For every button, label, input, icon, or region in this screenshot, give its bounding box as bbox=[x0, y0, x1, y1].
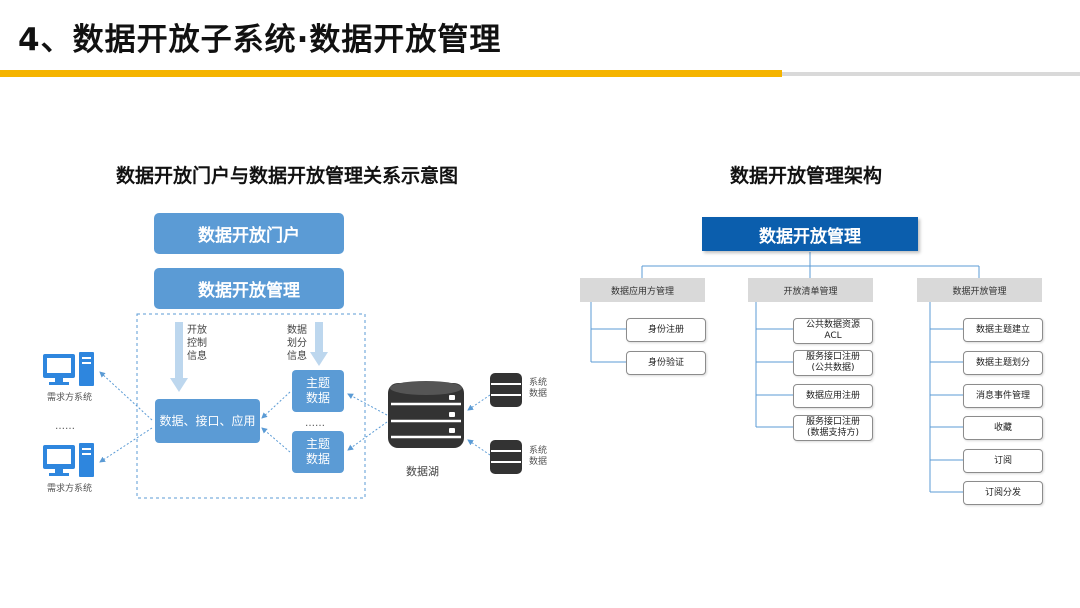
data-interface-app-box: 数据、接口、应用 bbox=[155, 399, 260, 443]
open-control-info-note: 开放 控制 信息 bbox=[187, 324, 207, 363]
system-db-icon bbox=[490, 373, 522, 407]
leaf-topic-division: 数据主题划分 bbox=[963, 351, 1043, 375]
system-data-label-2: 系统 数据 bbox=[529, 446, 547, 468]
leaf-data-app-register: 数据应用注册 bbox=[793, 384, 873, 408]
title-underline-gray bbox=[782, 72, 1080, 76]
leaf-favorite: 收藏 bbox=[963, 416, 1043, 440]
group-open-list-mgmt: 开放清单管理 bbox=[748, 278, 873, 302]
topic-line: 主题 bbox=[305, 437, 330, 451]
note-line: 控制 bbox=[187, 338, 207, 349]
page-title: 4、数据开放子系统·数据开放管理 bbox=[18, 22, 502, 58]
sys-line: 数据 bbox=[529, 389, 548, 399]
portal-box: 数据开放门户 bbox=[154, 213, 344, 254]
note-line: 划分 bbox=[287, 338, 307, 349]
system-data-label-1: 系统 数据 bbox=[529, 378, 547, 400]
leaf-line: 服务接口注册 bbox=[805, 352, 860, 362]
consumer-label-1: 需求方系统 bbox=[47, 393, 93, 403]
leaf-subscribe-dispatch: 订阅分发 bbox=[963, 481, 1043, 505]
topic-data-box-2: 主题数据 bbox=[292, 431, 344, 473]
sys-line: 系统 bbox=[529, 446, 548, 456]
topic-line: 数据 bbox=[305, 452, 330, 466]
consumer-ellipsis: …… bbox=[55, 421, 75, 432]
leaf-service-register-supplier: 服务接口注册(数据支持方) bbox=[793, 415, 873, 441]
note-line: 数据 bbox=[287, 325, 307, 336]
sys-line: 系统 bbox=[529, 378, 548, 388]
title-underline-accent bbox=[0, 70, 782, 77]
group-app-party-mgmt: 数据应用方管理 bbox=[580, 278, 705, 302]
leaf-topic-create: 数据主题建立 bbox=[963, 318, 1043, 342]
topic-line: 数据 bbox=[305, 391, 330, 405]
sys-line: 数据 bbox=[529, 457, 548, 467]
left-diagram-title: 数据开放门户与数据开放管理关系示意图 bbox=[116, 165, 459, 187]
leaf-subscribe: 订阅 bbox=[963, 449, 1043, 473]
leaf-line: 公共数据资源 bbox=[805, 320, 860, 330]
leaf-identity-verify: 身份验证 bbox=[626, 351, 706, 375]
computer-icon bbox=[43, 443, 94, 477]
note-line: 开放 bbox=[187, 325, 207, 336]
leaf-identity-register: 身份注册 bbox=[626, 318, 706, 342]
note-line: 信息 bbox=[287, 351, 307, 362]
group-data-open-mgmt: 数据开放管理 bbox=[917, 278, 1042, 302]
leaf-line: (公共数据) bbox=[811, 363, 855, 373]
leaf-line: 服务接口注册 bbox=[805, 417, 860, 427]
leaf-service-register-public: 服务接口注册(公共数据) bbox=[793, 350, 873, 376]
right-diagram-title: 数据开放管理架构 bbox=[730, 165, 883, 187]
topic-line: 主题 bbox=[305, 376, 330, 390]
note-line: 信息 bbox=[187, 351, 207, 362]
architecture-root-box: 数据开放管理 bbox=[702, 217, 918, 251]
leaf-line: (数据支持方) bbox=[806, 428, 859, 438]
system-db-icon bbox=[490, 440, 522, 474]
leaf-line: ACL bbox=[824, 331, 842, 341]
data-lake-icon bbox=[388, 381, 464, 448]
mgmt-box: 数据开放管理 bbox=[154, 268, 344, 309]
leaf-event-mgmt: 消息事件管理 bbox=[963, 384, 1043, 408]
computer-icon bbox=[43, 352, 94, 386]
consumer-label-2: 需求方系统 bbox=[47, 484, 93, 494]
data-lake-label: 数据湖 bbox=[406, 465, 439, 478]
topic-data-box-1: 主题数据 bbox=[292, 370, 344, 412]
data-division-info-note: 数据 划分 信息 bbox=[287, 324, 307, 363]
topic-ellipsis: …… bbox=[305, 418, 325, 429]
